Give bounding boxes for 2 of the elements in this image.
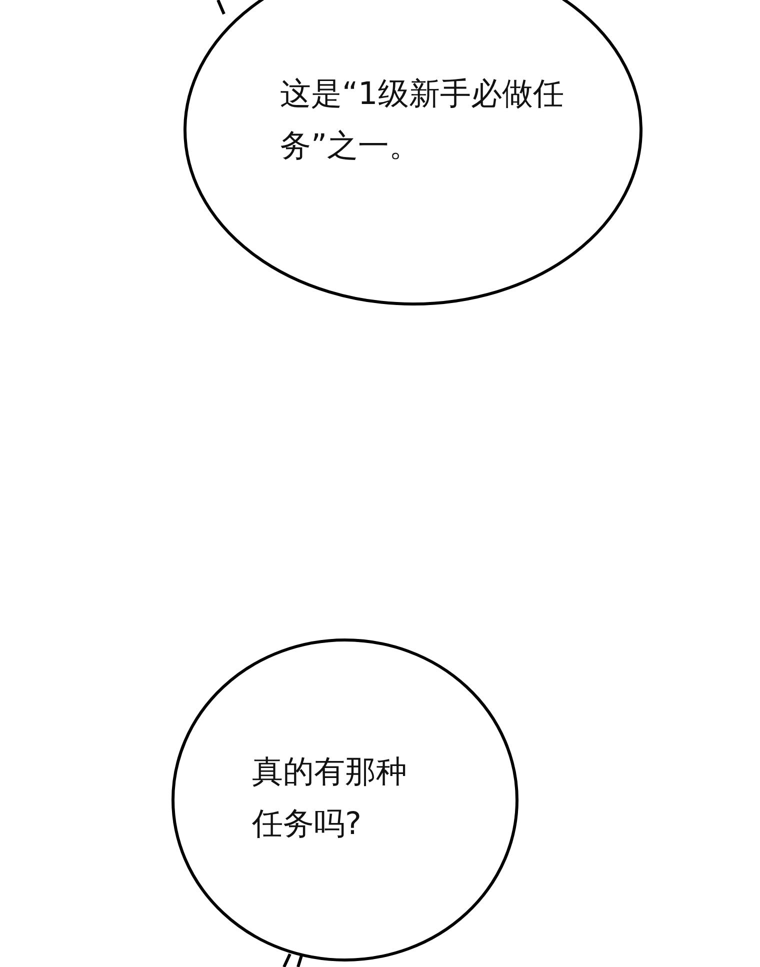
dialogue-text: 这是“1级新手必做任务”之一。	[280, 75, 565, 166]
dialogue-text: 真的有那种任务吗?	[252, 753, 408, 844]
